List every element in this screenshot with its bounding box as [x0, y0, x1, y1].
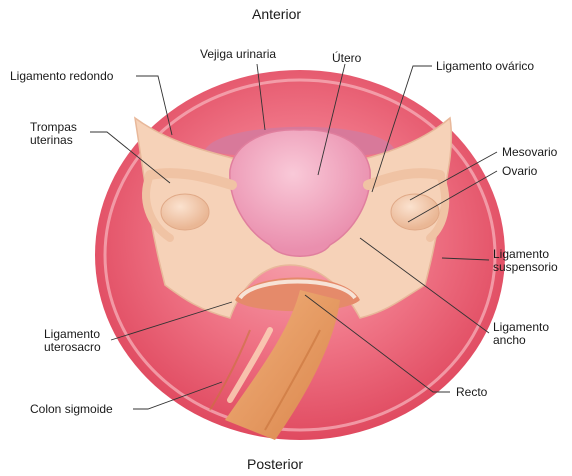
- posterior-label: Posterior: [247, 456, 303, 472]
- label-ligamento-ancho: Ligamento ancho: [493, 321, 549, 347]
- label-utero: Útero: [332, 52, 361, 65]
- label-mesovario: Mesovario: [502, 146, 557, 159]
- label-colon-sigmoide: Colon sigmoide: [30, 403, 113, 416]
- label-vejiga-urinaria: Vejiga urinaria: [200, 48, 276, 61]
- label-ovario: Ovario: [502, 165, 537, 178]
- right-ovary-shape: [391, 194, 439, 230]
- label-ligamento-redondo: Ligamento redondo: [10, 70, 113, 83]
- anterior-label: Anterior: [252, 6, 301, 22]
- label-ligamento-suspensorio: Ligamento suspensorio: [493, 248, 558, 274]
- left-ovary-shape: [161, 194, 209, 230]
- label-ligamento-uterosacro: Ligamento uterosacro: [44, 328, 101, 354]
- label-ligamento-ovarico: Ligamento ovárico: [436, 60, 534, 73]
- label-recto: Recto: [456, 386, 487, 399]
- label-trompas-uterinas: Trompas uterinas: [30, 121, 77, 147]
